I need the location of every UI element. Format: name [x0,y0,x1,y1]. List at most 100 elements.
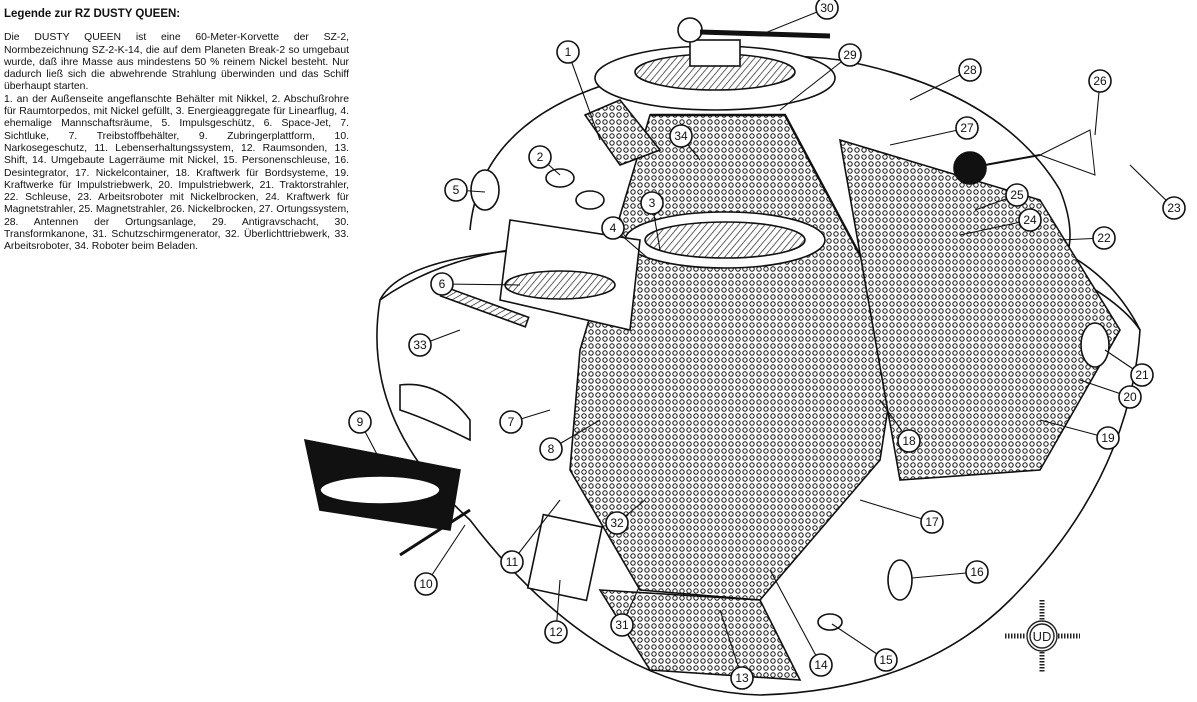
leader-line [567,51,601,141]
callout-12: 12 [544,579,568,644]
leader-line [779,54,851,111]
callout-2: 2 [528,145,561,176]
callout-22: 22 [1059,226,1116,250]
callout-7: 7 [499,409,551,434]
callout-29: 29 [779,43,862,111]
callout-27: 27 [889,116,979,146]
callout-circle [414,572,438,596]
ship-hull [303,17,1141,696]
callout-number: 23 [1167,201,1181,215]
callout-number: 31 [615,618,629,632]
ud-logo: UD [1005,600,1080,673]
callout-number: 30 [820,1,834,15]
callout-5: 5 [444,178,486,202]
callout-11: 11 [500,499,561,574]
callout-circle [809,653,833,677]
callout-circle [539,437,563,461]
callout-number: 34 [674,129,688,143]
leader-line [769,569,822,666]
legend-items: 1. an der Außenseite angeflanschte Behäl… [4,93,349,253]
callout-circle [730,666,754,690]
callout-23: 23 [1129,164,1186,220]
callout-circle [920,510,944,534]
leader-line [959,219,1031,236]
callout-number: 13 [735,671,749,685]
legend-title: Legende zur RZ DUSTY QUEEN: [4,8,181,20]
callout-17: 17 [859,499,944,534]
callout-number: 28 [963,63,977,77]
callout-number: 5 [453,183,460,197]
callout-number: 11 [506,555,519,569]
leader-line [441,283,521,286]
leader-line [759,7,828,36]
callout-6: 6 [430,272,521,296]
callout-circle [1005,183,1029,207]
callout-number: 15 [879,653,893,667]
callout-circle [815,0,839,20]
callout-circle [408,333,432,357]
callout-3: 3 [640,191,664,251]
callout-circle [430,272,454,296]
callout-circle [348,410,372,434]
leader-line [859,499,933,523]
callout-number: 29 [843,48,857,62]
callout-9: 9 [348,410,381,461]
callout-34: 34 [669,124,701,161]
callout-20: 20 [1079,379,1142,409]
callout-number: 8 [548,442,555,456]
leader-line [511,499,561,563]
callout-8: 8 [539,419,601,461]
callout-circle [838,43,862,67]
callout-number: 22 [1097,231,1111,245]
callout-number: 24 [1023,213,1037,227]
callout-circle [1092,226,1116,250]
callout-number: 12 [549,625,563,639]
callout-number: 26 [1093,74,1107,88]
callout-13: 13 [719,609,754,690]
callout-circle [605,511,629,535]
callout-number: 4 [610,221,617,235]
callout-circle [1118,385,1142,409]
callout-number: 1 [565,45,572,59]
callout-circle [528,145,552,169]
callout-15: 15 [831,623,898,672]
legend-text-block: Legende zur RZ DUSTY QUEEN: Die DUSTY QU… [4,8,349,254]
callout-circle [1162,196,1186,220]
callout-circle [444,178,468,202]
callout-24: 24 [959,208,1042,236]
callout-4: 4 [601,216,651,261]
callout-25: 25 [974,183,1029,211]
callout-circle [1088,69,1112,93]
callout-30: 30 [759,0,839,36]
callout-circle [669,124,693,148]
callout-10: 10 [414,524,466,596]
callout-28: 28 [909,58,982,101]
callout-circle [1130,363,1154,387]
callout-number: 2 [537,150,544,164]
callout-18: 18 [879,399,921,453]
callout-26: 26 [1088,69,1112,136]
callout-number: 21 [1135,368,1149,382]
callout-19: 19 [1039,419,1120,450]
callout-number: 6 [439,277,446,291]
callout-circle [640,191,664,215]
callout-number: 10 [419,577,433,591]
callout-21: 21 [1104,349,1154,387]
callout-number: 17 [925,515,939,529]
callout-circle [965,560,989,584]
logo-text: UD [1033,629,1052,644]
callout-circle [544,620,568,644]
callout-circle [1018,208,1042,232]
callout-number: 27 [960,121,974,135]
callout-number: 14 [814,658,828,672]
callout-circle [499,410,523,434]
callout-number: 7 [508,415,515,429]
callout-number: 16 [970,565,984,579]
callout-circle [958,58,982,82]
leader-line [719,609,743,679]
callout-number: 25 [1010,188,1024,202]
callout-circle [1096,426,1120,450]
callout-number: 32 [610,516,624,530]
callout-number: 20 [1123,390,1137,404]
